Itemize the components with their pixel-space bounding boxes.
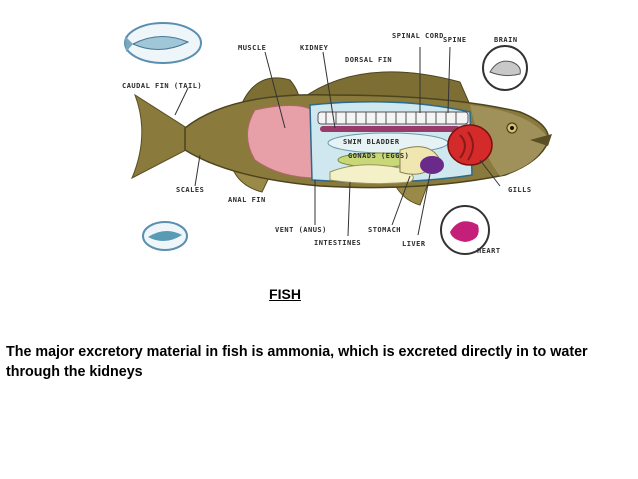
inset-fish-bottom-icon [142,221,188,251]
inset-fish-top-icon [124,22,202,64]
intestines [329,164,414,185]
label-kidney: KIDNEY [300,44,329,52]
gills [447,124,493,166]
spine [317,111,469,125]
label-gonads: GONADS (EGGS) [348,152,409,160]
label-dorsal-fin: DORSAL FIN [345,56,392,64]
muscle [247,105,319,179]
fish-body [131,71,552,206]
leader-lines [174,46,501,237]
label-swim-bladder: SWIM BLADDER [343,138,400,146]
label-gills: GILLS [508,186,532,194]
brain-inset-icon [482,45,528,91]
label-anal-fin: ANAL FIN [228,196,266,204]
description-text: The major excretory material in fish is … [6,344,588,380]
label-heart: HEART [477,247,501,255]
label-liver: LIVER [402,240,426,248]
fish-anatomy-diagram: MUSCLE KIDNEY DORSAL FIN SPINAL CORD SPI… [122,22,552,255]
label-scales: SCALES [176,186,204,194]
label-muscle: MUSCLE [238,44,266,52]
label-spine: SPINE [443,36,467,44]
heart-inset-icon [440,205,490,255]
label-spinal-cord: SPINAL CORD [392,32,444,40]
label-brain: BRAIN [494,36,518,44]
label-intestines: INTESTINES [314,239,361,247]
label-vent: VENT (ANUS) [275,226,327,234]
label-stomach: STOMACH [368,226,401,234]
label-caudal-fin: CAUDAL FIN (TAIL) [122,82,202,90]
liver [420,156,444,174]
kidney [320,126,460,132]
diagram-caption: FISH [269,286,301,302]
